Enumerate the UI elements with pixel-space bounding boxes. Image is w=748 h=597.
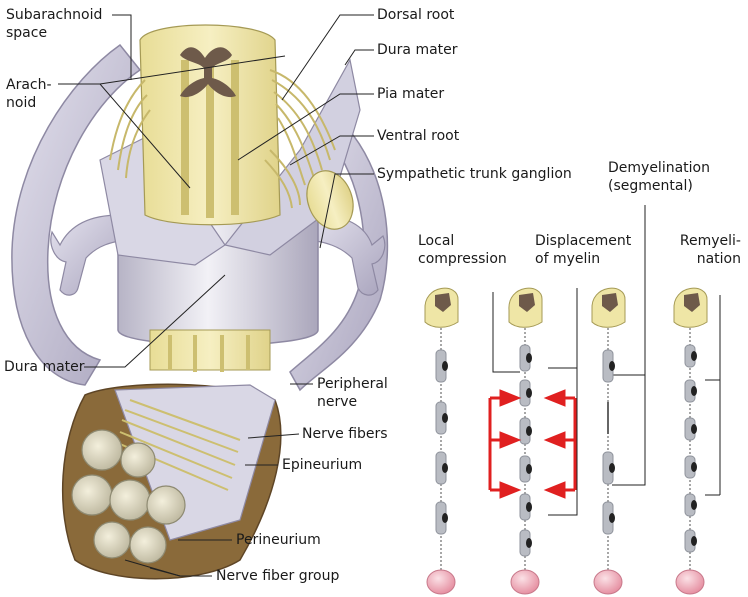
label-nerve-fibers: Nerve fibers <box>302 425 388 443</box>
schwann-nucleus <box>691 536 697 546</box>
label-nerve-fiber-group: Nerve fiber group <box>216 567 339 585</box>
label-perineurium: Perineurium <box>236 531 321 549</box>
spinal-cord-illustration <box>12 25 388 579</box>
label-remyelination: Remyeli- nation <box>665 232 741 268</box>
schwann-nucleus <box>442 413 448 423</box>
schwann-nucleus <box>691 500 697 510</box>
compression-arrows <box>490 390 575 498</box>
schwann-nucleus <box>691 462 697 472</box>
schwann-nucleus <box>526 464 532 474</box>
label-arachnoid: Arach- noid <box>6 76 52 112</box>
label-sympathetic-trunk-ganglion: Sympathetic trunk ganglion <box>377 165 572 183</box>
schwann-nucleus <box>526 388 532 398</box>
schwann-nucleus <box>609 513 615 523</box>
label-local-compression: Local compression <box>418 232 507 268</box>
schwann-nucleus <box>442 361 448 371</box>
schwann-nucleus <box>691 386 697 396</box>
label-dura-mater-left: Dura mater <box>4 358 85 376</box>
label-dorsal-root: Dorsal root <box>377 6 454 24</box>
muscle-target-icon <box>676 570 704 594</box>
schwann-nucleus <box>691 351 697 361</box>
label-displacement-of-myelin: Displacement of myelin <box>535 232 631 268</box>
schwann-nucleus <box>526 538 532 548</box>
leader-dorsal-root <box>282 15 374 100</box>
schwann-nucleus <box>526 353 532 363</box>
label-peripheral-nerve: Peripheral nerve <box>317 375 388 411</box>
schwann-nucleus <box>691 424 697 434</box>
schwann-nucleus <box>609 463 615 473</box>
muscle-target-icon <box>427 570 455 594</box>
schwann-nucleus <box>442 513 448 523</box>
label-pia-mater: Pia mater <box>377 85 444 103</box>
muscle-target-icon <box>511 570 539 594</box>
label-epineurium: Epineurium <box>282 456 362 474</box>
label-dura-mater-top: Dura mater <box>377 41 458 59</box>
schwann-nucleus <box>442 463 448 473</box>
schwann-nucleus <box>526 502 532 512</box>
muscle-target-icon <box>594 570 622 594</box>
label-ventral-root: Ventral root <box>377 127 459 145</box>
label-subarachnoid-space: Subarachnoid space <box>6 6 102 42</box>
schwann-nucleus <box>526 426 532 436</box>
schwann-nucleus <box>609 361 615 371</box>
label-demyelination: Demyelination (segmental) <box>608 159 710 195</box>
